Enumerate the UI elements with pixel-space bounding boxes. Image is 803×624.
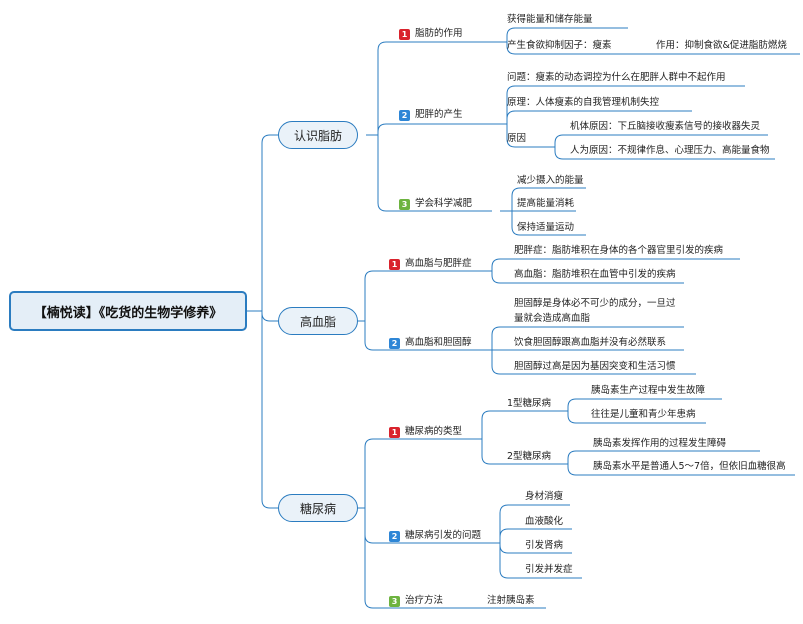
leaf[interactable]: 肥胖症：脂肪堆积在身体的各个器官里引发的疾病 — [514, 245, 724, 256]
connector — [366, 41, 497, 136]
connector — [250, 134, 278, 312]
connector — [556, 450, 760, 465]
topic-label: 糖尿病引发的问题 — [405, 530, 482, 541]
connector — [480, 326, 684, 351]
priority-3-icon: 3 — [399, 199, 410, 210]
leaf[interactable]: 胆固醇过高是因为基因突变和生活习惯 — [514, 361, 676, 372]
priority-1-icon: 1 — [399, 29, 410, 40]
connector — [353, 270, 480, 322]
leaf[interactable]: 胰岛素生产过程中发生故障 — [591, 385, 706, 396]
connector — [488, 528, 572, 544]
leaf[interactable]: 1型糖尿病 — [507, 398, 552, 409]
leaf[interactable]: 保持适量运动 — [517, 222, 575, 233]
branch-diabetes[interactable]: 糖尿病 — [278, 494, 358, 522]
topic-treatment[interactable]: 3 治疗方法 — [389, 595, 443, 607]
connector — [556, 410, 706, 424]
leaf[interactable]: 高血脂：脂肪堆积在血管中引发的疾病 — [514, 269, 676, 280]
topic-obesity-cause[interactable]: 2 肥胖的产生 — [399, 109, 463, 121]
connector — [470, 410, 560, 440]
branch-fat-label: 认识脂肪 — [293, 128, 342, 143]
leaf[interactable]: 量就会造成高血脂 — [514, 313, 591, 324]
connector — [543, 134, 768, 148]
connector — [495, 27, 628, 43]
connector — [250, 310, 278, 509]
connector — [480, 349, 696, 375]
priority-2-icon: 2 — [389, 531, 400, 542]
leaf[interactable]: 身材消瘦 — [525, 491, 564, 502]
branch-fat[interactable]: 认识脂肪 — [278, 121, 358, 149]
leaf[interactable]: 胆固醇是身体必不可少的成分，一旦过 — [514, 298, 676, 309]
leaf[interactable]: 提高能量消耗 — [517, 198, 575, 209]
connector — [500, 210, 586, 236]
connector — [488, 542, 582, 579]
connector — [495, 85, 745, 125]
connector — [470, 438, 560, 465]
topic-cholesterol[interactable]: 2 高血脂和胆固醇 — [389, 337, 472, 349]
topic-diabetes-types[interactable]: 1 糖尿病的类型 — [389, 426, 462, 438]
topic-label: 脂肪的作用 — [415, 28, 463, 39]
connector — [353, 320, 480, 351]
connector — [250, 310, 278, 322]
leaf[interactable]: 获得能量和储存能量 — [507, 14, 593, 25]
leaf[interactable]: 问题：瘦素的动态调控为什么在肥胖人群中不起作用 — [507, 72, 726, 83]
connector — [480, 270, 684, 284]
branch-hyperlipidemia-label: 高血脂 — [299, 314, 336, 329]
leaf[interactable]: 减少摄入的能量 — [517, 175, 584, 186]
topic-diabetes-problems[interactable]: 2 糖尿病引发的问题 — [389, 530, 481, 542]
root-node[interactable]: 【楠悦读】《吃货的生物学修养》 — [9, 291, 247, 331]
topic-label: 肥胖的产生 — [415, 109, 463, 120]
connector — [495, 123, 555, 148]
connector — [556, 398, 722, 412]
leaf[interactable]: 引发并发症 — [525, 564, 573, 575]
connector — [495, 110, 692, 125]
connector — [366, 123, 497, 136]
priority-1-icon: 1 — [389, 427, 400, 438]
connector — [353, 438, 470, 509]
leaf[interactable]: 原因 — [507, 133, 527, 144]
leaf[interactable]: 产生食欲抑制因子：瘦素 — [507, 40, 612, 51]
connector — [366, 134, 492, 212]
connector — [488, 504, 570, 544]
connector — [543, 146, 775, 160]
connector — [353, 507, 470, 609]
leaf[interactable]: 胰岛素发挥作用的过程发生障碍 — [593, 438, 727, 449]
leaf[interactable]: 注射胰岛素 — [487, 595, 535, 606]
connector — [556, 463, 795, 476]
leaf[interactable]: 往往是儿童和青少年患病 — [591, 409, 696, 420]
topic-lipid-obesity[interactable]: 1 高血脂与肥胖症 — [389, 258, 472, 270]
topic-label: 学会科学减肥 — [415, 198, 473, 209]
priority-2-icon: 2 — [399, 110, 410, 121]
connector — [495, 41, 645, 55]
connector — [500, 187, 586, 212]
connector — [480, 258, 740, 272]
leaf[interactable]: 2型糖尿病 — [507, 451, 552, 462]
leaf[interactable]: 机体原因：下丘脑接收瘦素信号的接收器失灵 — [570, 121, 761, 132]
topic-label: 高血脂与肥胖症 — [405, 258, 472, 269]
priority-2-icon: 2 — [389, 338, 400, 349]
topic-label: 治疗方法 — [405, 595, 444, 606]
leaf[interactable]: 作用：抑制食欲&促进脂肪燃烧 — [656, 40, 787, 51]
priority-1-icon: 1 — [389, 259, 400, 270]
leaf[interactable]: 引发肾病 — [525, 540, 564, 551]
topic-weight-loss[interactable]: 3 学会科学减肥 — [399, 198, 472, 210]
topic-fat-function[interactable]: 1 脂肪的作用 — [399, 28, 463, 40]
topic-label: 糖尿病的类型 — [405, 426, 463, 437]
priority-3-icon: 3 — [389, 596, 400, 607]
leaf[interactable]: 原理：人体瘦素的自我管理机制失控 — [507, 97, 660, 108]
root-label: 【楠悦读】《吃货的生物学修养》 — [33, 305, 223, 321]
leaf[interactable]: 血液酸化 — [525, 516, 564, 527]
branch-hyperlipidemia[interactable]: 高血脂 — [278, 307, 358, 335]
topic-label: 高血脂和胆固醇 — [405, 337, 472, 348]
leaf[interactable]: 饮食胆固醇跟高血脂并没有必然联系 — [514, 337, 667, 348]
leaf[interactable]: 胰岛素水平是普通人5～7倍，但依旧血糖很高 — [593, 461, 786, 472]
branch-diabetes-label: 糖尿病 — [299, 501, 336, 516]
leaf[interactable]: 人为原因：不规律作息、心理压力、高能量食物 — [570, 145, 770, 156]
